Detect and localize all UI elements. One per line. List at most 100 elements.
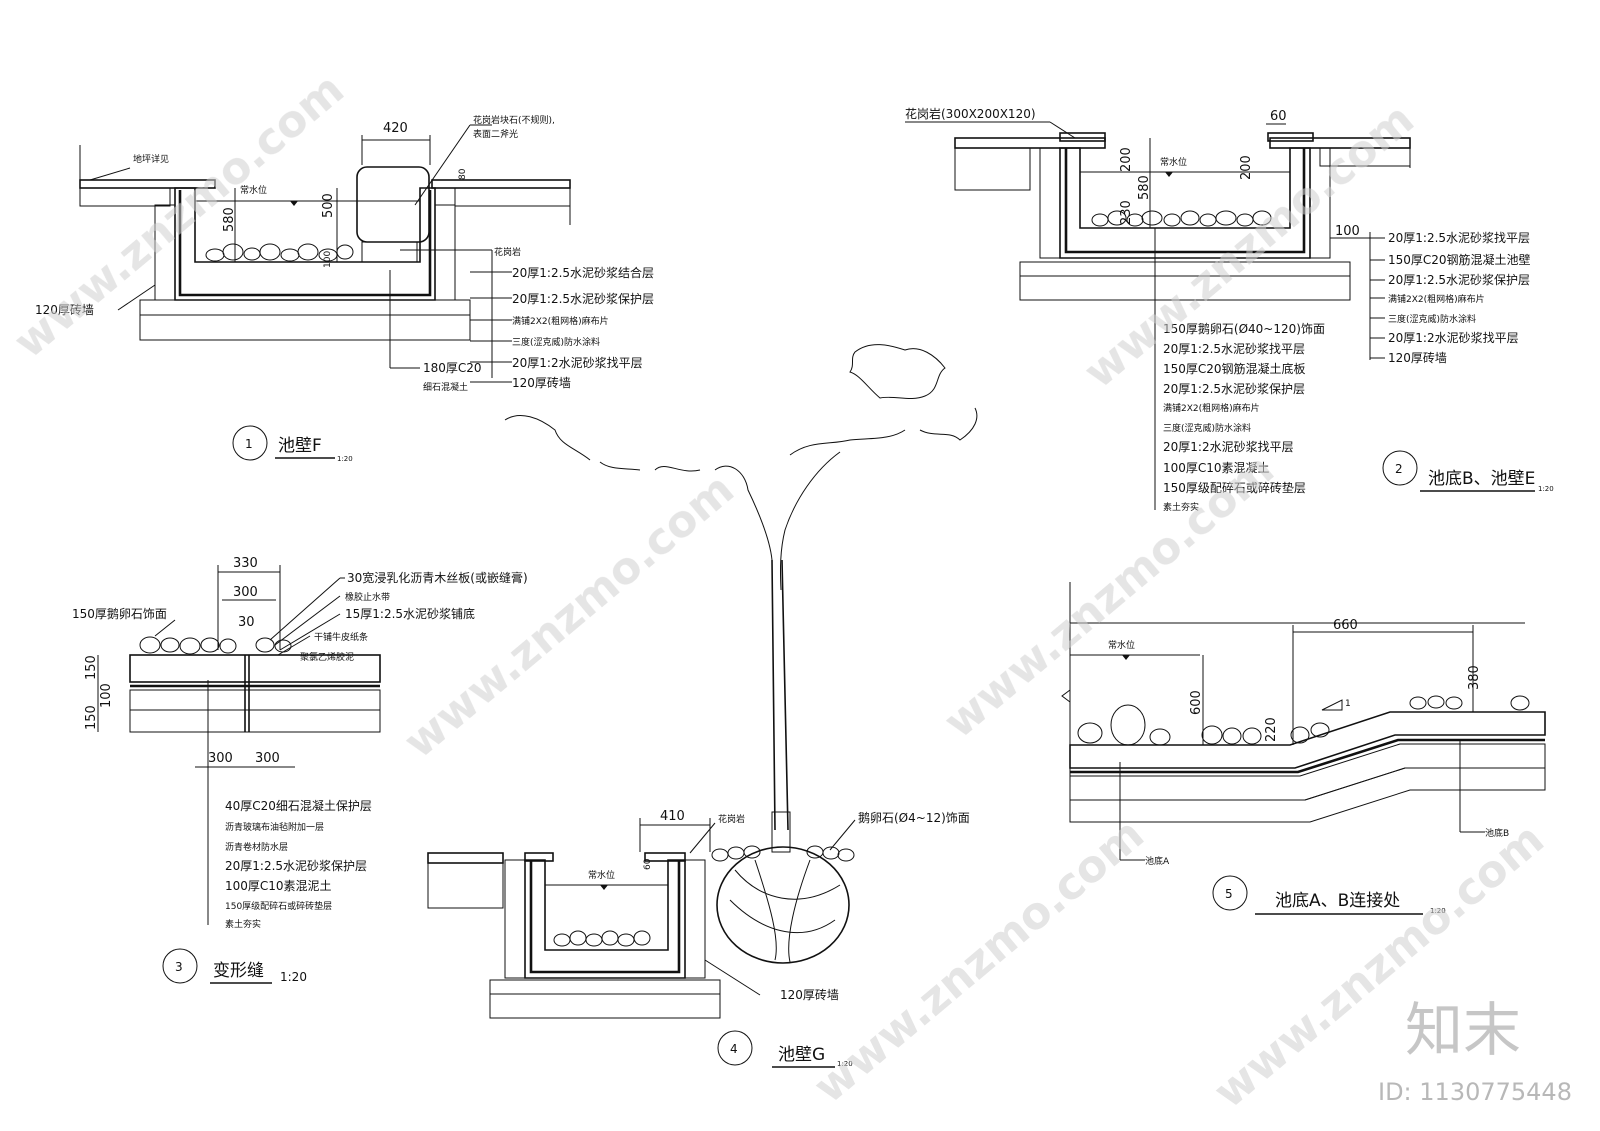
label-bottom-2: 沥青玻璃布油毡附加一层 — [225, 821, 324, 833]
label-right-6: 20厚1:2水泥砂浆找平层 — [1388, 330, 1519, 345]
granite-base — [361, 241, 418, 263]
dim-500: 500 — [321, 193, 336, 218]
label-layer-1: 20厚1:2.5水泥砂浆结合层 — [512, 265, 654, 280]
dim-600: 600 — [1189, 690, 1204, 715]
detail-5-number-circle — [1212, 875, 1248, 911]
dim-200b: 200 — [1239, 155, 1254, 180]
label-c20b: 细石混凝土 — [423, 381, 468, 393]
label-pool-b: 池底B — [1485, 827, 1509, 839]
slab-top — [129, 654, 381, 683]
label-layer-3: 满铺2X2(粗网格)麻布片 — [512, 315, 609, 327]
label-bottom-6: 三度(涩克威)防水涂料 — [1163, 422, 1251, 434]
root-ball — [716, 846, 850, 964]
label-right-7: 120厚砖墙 — [1388, 350, 1447, 365]
detail-4-scale: 1:20 — [837, 1060, 853, 1068]
detail-2-scale: 1:20 — [1538, 485, 1554, 493]
detail-4-number: 4 — [730, 1042, 738, 1056]
dim-100: 100 — [99, 683, 114, 708]
base-concrete — [139, 299, 471, 316]
detail-1-number-circle — [232, 425, 268, 461]
base-concrete — [489, 979, 721, 995]
water-level-marker — [290, 201, 298, 206]
label-top-4: 干铺牛皮纸条 — [314, 631, 368, 643]
label-c20: 180厚C20 — [423, 361, 482, 375]
label-pool-a: 池底A — [1145, 855, 1170, 867]
label-bottom-7: 20厚1:2水泥砂浆找平层 — [1163, 439, 1294, 454]
label-bottom-3: 150厚C20钢筋混凝土底板 — [1163, 361, 1306, 376]
label-top-3: 15厚1:2.5水泥砂浆铺底 — [345, 606, 475, 621]
label-bottom-2: 20厚1:2.5水泥砂浆找平层 — [1163, 341, 1305, 356]
label-bottom-4: 20厚1:2.5水泥砂浆保护层 — [1163, 381, 1305, 396]
dim-220: 220 — [1264, 717, 1279, 742]
watermark-site-6: www.znzmo.com — [1204, 814, 1553, 1119]
waterproof-layer — [178, 190, 432, 297]
label-bottom-10: 素土夯实 — [1163, 501, 1199, 513]
label-right-5: 三度(涩克威)防水涂料 — [1388, 313, 1476, 325]
label-right-4: 满铺2X2(粗网格)麻布片 — [1388, 293, 1485, 305]
detail-3-title: 变形缝 — [213, 961, 264, 981]
dim-60: 60 — [1270, 109, 1287, 124]
dim-660: 660 — [1333, 618, 1358, 633]
ground-base-right — [454, 187, 571, 207]
detail-3-number-circle — [162, 948, 198, 984]
detail-4-number-circle — [717, 1030, 753, 1066]
pebbles — [553, 930, 651, 947]
dim-60: 60 — [643, 858, 653, 870]
water-level-label: 常水位 — [1108, 639, 1135, 651]
label-bottom-7: 素土夯实 — [225, 918, 261, 930]
tree-illustration — [504, 344, 978, 964]
detail-2-number-circle — [1382, 450, 1418, 486]
ground-slab-right — [431, 179, 571, 189]
dim-230: 230 — [1119, 200, 1134, 225]
detail-5-pool-bottom-ab-junction: 常水位 660 600 380 220 1 池底A 池底B 5 池底A、B连接处 — [1061, 582, 1546, 915]
trunk-wrap — [771, 811, 791, 853]
label-pebble: 150厚鹅卵石饰面 — [72, 607, 167, 621]
granite-cap-right — [644, 852, 686, 862]
watermark-id: ID: 1130775448 — [1378, 1078, 1572, 1106]
detail-1-pool-wall-f: 常水位 420 580 500 80 100 地坪详见 花岗岩块石(不规则), … — [35, 114, 654, 463]
dim-300: 300 — [233, 585, 258, 600]
granite-cap-left — [524, 852, 554, 862]
label-granite-face: 表面二斧光 — [473, 128, 518, 140]
waterproof-layer — [1064, 148, 1306, 254]
label-right-2: 150厚C20钢筋混凝土池壁 — [1388, 252, 1531, 267]
detail-1-title: 池壁F — [278, 436, 322, 456]
wall-left — [504, 859, 526, 979]
dim-200: 200 — [1119, 147, 1134, 172]
water-level-label: 常水位 — [240, 184, 267, 196]
dim-380: 380 — [1467, 665, 1482, 690]
detail-2-title: 池底B、池壁E — [1428, 469, 1535, 489]
waterproof-layer — [529, 860, 681, 974]
label-top-2: 橡胶止水带 — [345, 591, 390, 603]
slab-concrete — [129, 689, 381, 711]
label-bottom-6: 150厚级配碎石或碎砖垫层 — [225, 900, 332, 912]
watermark-site-5: www.znzmo.com — [804, 809, 1153, 1114]
branch-left — [714, 465, 773, 561]
label-ground: 地坪详见 — [133, 153, 169, 165]
label-bottom-5: 满铺2X2(粗网格)麻布片 — [1163, 402, 1260, 414]
base-gravel — [1019, 275, 1351, 301]
label-layer-4: 三度(涩克威)防水涂料 — [512, 336, 600, 348]
granite-cap-right — [1267, 132, 1314, 142]
label-brick: 120厚砖墙 — [35, 302, 94, 317]
detail-3-scale: 1:20 — [280, 970, 307, 984]
label-granite: 花岗岩 — [718, 813, 745, 825]
detail-2-number: 2 — [1395, 462, 1403, 476]
pool-shell — [524, 859, 686, 979]
label-granite-block: 花岗岩块石(不规则), — [473, 114, 555, 126]
watermark-brand: 知末 — [1405, 996, 1521, 1064]
label-brick: 120厚砖墙 — [780, 987, 839, 1002]
dim-300b: 300 — [255, 751, 280, 766]
slab-left — [954, 137, 1106, 149]
detail-3-number: 3 — [175, 960, 183, 974]
dim-100: 100 — [323, 251, 333, 268]
pebbles — [139, 636, 292, 655]
dim-300a: 300 — [208, 751, 233, 766]
wall-left — [1039, 147, 1061, 259]
tree-trunk — [771, 559, 789, 831]
base-gravel — [489, 993, 721, 1019]
label-top-1: 30宽浸乳化沥青木丝板(或嵌缝膏) — [347, 570, 528, 585]
dim-150a: 150 — [84, 655, 99, 680]
gravel-layer — [1069, 767, 1546, 823]
